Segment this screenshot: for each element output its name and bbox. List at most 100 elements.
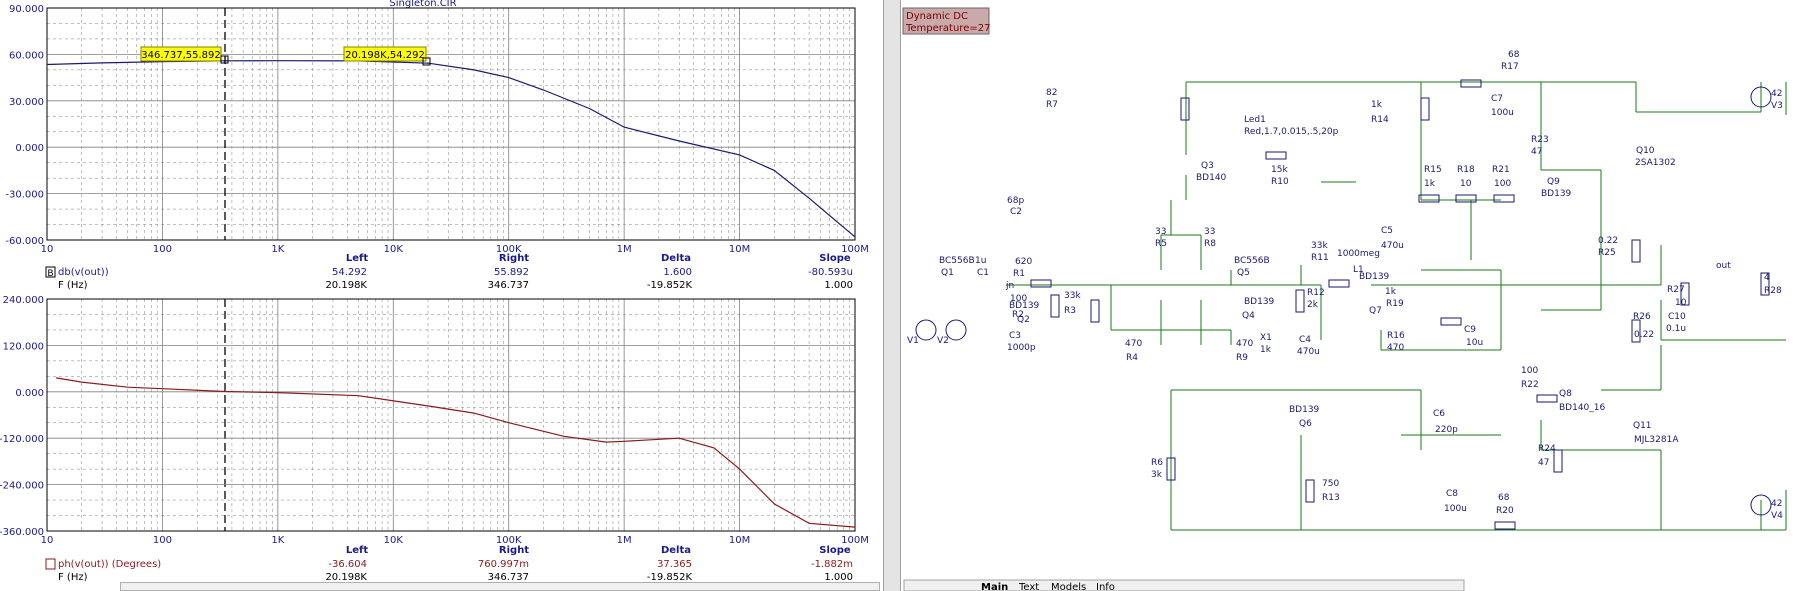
- component-label[interactable]: R24: [1538, 444, 1556, 454]
- component-label[interactable]: R6: [1151, 458, 1163, 468]
- component-label[interactable]: R3: [1064, 306, 1076, 316]
- tab-models[interactable]: Models: [1051, 582, 1086, 591]
- component-label[interactable]: C8: [1446, 489, 1458, 499]
- pane-splitter[interactable]: [883, 0, 901, 591]
- component-label[interactable]: 33k: [1311, 241, 1328, 251]
- component-label[interactable]: 68: [1498, 493, 1510, 503]
- component-label[interactable]: 100: [1010, 294, 1027, 304]
- component-label[interactable]: 1k: [1385, 287, 1397, 297]
- component-label[interactable]: R23: [1531, 135, 1549, 145]
- component-label[interactable]: 2SA1302: [1635, 158, 1676, 168]
- component-label[interactable]: L1: [1353, 265, 1364, 275]
- component-label[interactable]: BC556B: [1234, 256, 1270, 266]
- phase-plot-frame[interactable]: [46, 298, 856, 532]
- component-label[interactable]: Q4: [1242, 311, 1255, 321]
- plot-horizontal-scrollbar[interactable]: [120, 582, 880, 591]
- component-label[interactable]: R15: [1424, 165, 1442, 175]
- component-label[interactable]: BD139: [1244, 297, 1275, 307]
- component-label[interactable]: R1: [1013, 269, 1025, 279]
- component-label[interactable]: 100: [1521, 366, 1538, 376]
- component-label[interactable]: 42: [1771, 89, 1782, 99]
- cursor-marker-right[interactable]: [422, 57, 431, 66]
- component-label[interactable]: 33: [1204, 227, 1215, 237]
- component-label[interactable]: C4: [1299, 335, 1311, 345]
- component-label[interactable]: jn: [1005, 281, 1014, 291]
- component-label[interactable]: 68p: [1007, 196, 1024, 206]
- component-label[interactable]: R26: [1633, 312, 1651, 322]
- component-label[interactable]: 100u: [1491, 108, 1514, 118]
- component-label[interactable]: R18: [1457, 165, 1475, 175]
- component-label[interactable]: Q2: [1017, 315, 1030, 325]
- component-label[interactable]: R11: [1311, 253, 1329, 263]
- component-label[interactable]: Led1: [1244, 115, 1266, 125]
- component-label[interactable]: R22: [1521, 380, 1539, 390]
- component-label[interactable]: R20: [1496, 506, 1514, 516]
- component-label[interactable]: R12: [1307, 288, 1325, 298]
- component-label[interactable]: out: [1716, 261, 1731, 271]
- component-label[interactable]: 0.22: [1634, 330, 1654, 340]
- component-label[interactable]: 15k: [1271, 165, 1288, 175]
- component-label[interactable]: R4: [1126, 353, 1138, 363]
- component-label[interactable]: 3k: [1151, 470, 1163, 480]
- component-label[interactable]: 1000p: [1007, 343, 1036, 353]
- component-label[interactable]: V3: [1771, 101, 1783, 111]
- component-label[interactable]: 33: [1155, 227, 1166, 237]
- component-label[interactable]: 470u: [1381, 241, 1404, 251]
- component-label[interactable]: 1k: [1424, 179, 1436, 189]
- component-label[interactable]: 470: [1125, 339, 1142, 349]
- component-label[interactable]: R25: [1598, 248, 1616, 258]
- component-label[interactable]: BD140_16: [1559, 403, 1606, 413]
- component-label[interactable]: 1k: [1260, 345, 1272, 355]
- component-label[interactable]: 82: [1046, 88, 1057, 98]
- component-label[interactable]: Red,1.7,0.015,.5,20p: [1244, 127, 1339, 137]
- component-label[interactable]: 620: [1015, 257, 1032, 267]
- mag-series-label[interactable]: db(v(out)): [58, 267, 109, 278]
- component-label[interactable]: 470: [1387, 343, 1404, 353]
- component-label[interactable]: BD139: [1541, 189, 1572, 199]
- component-label[interactable]: BD139: [1359, 272, 1390, 282]
- magnitude-plot-frame[interactable]: [46, 7, 856, 241]
- component-label[interactable]: Q10: [1636, 146, 1655, 156]
- component-label[interactable]: 4: [1764, 273, 1770, 283]
- component-label[interactable]: X1: [1260, 333, 1272, 343]
- cursor-marker-left[interactable]: [220, 55, 229, 64]
- phase-series-marker-box[interactable]: [45, 558, 56, 570]
- component-label[interactable]: Q3: [1201, 161, 1214, 171]
- component-label[interactable]: R2: [1012, 310, 1024, 320]
- component-label[interactable]: R27: [1667, 285, 1685, 295]
- component-label[interactable]: BD139: [1289, 405, 1320, 415]
- component-label[interactable]: Q9: [1547, 177, 1560, 187]
- component-label[interactable]: R7: [1046, 100, 1058, 110]
- component-label[interactable]: 470: [1236, 339, 1253, 349]
- component-label[interactable]: R19: [1386, 299, 1404, 309]
- component-label[interactable]: R28: [1764, 286, 1782, 296]
- component-label[interactable]: 1u: [975, 256, 986, 266]
- component-label[interactable]: 2k: [1307, 300, 1319, 310]
- component-label[interactable]: C5: [1381, 226, 1393, 236]
- component-label[interactable]: R5: [1155, 239, 1167, 249]
- component-label[interactable]: V1: [907, 336, 919, 346]
- component-label[interactable]: MJL3281A: [1634, 435, 1679, 445]
- component-label[interactable]: 42: [1771, 499, 1782, 509]
- component-label[interactable]: 33k: [1064, 291, 1081, 301]
- component-label[interactable]: 470u: [1297, 347, 1320, 357]
- component-label[interactable]: R14: [1371, 115, 1389, 125]
- component-label[interactable]: BD140: [1196, 173, 1227, 183]
- component-label[interactable]: R10: [1271, 177, 1289, 187]
- component-label[interactable]: 100u: [1444, 504, 1467, 514]
- component-label[interactable]: 47: [1531, 147, 1542, 157]
- component-label[interactable]: BC556B: [939, 256, 975, 266]
- tab-info[interactable]: Info: [1096, 582, 1115, 591]
- component-label[interactable]: Q11: [1633, 421, 1652, 431]
- component-label[interactable]: Q6: [1299, 419, 1312, 429]
- component-label[interactable]: R17: [1501, 62, 1519, 72]
- component-label[interactable]: 10u: [1466, 338, 1483, 348]
- component-label[interactable]: R8: [1204, 239, 1216, 249]
- component-label[interactable]: R21: [1492, 165, 1510, 175]
- component-label[interactable]: BD139: [1009, 301, 1040, 311]
- component-label[interactable]: C10: [1668, 312, 1686, 322]
- component-label[interactable]: 47: [1538, 458, 1549, 468]
- component-label[interactable]: C6: [1433, 409, 1445, 419]
- component-label[interactable]: 10: [1460, 179, 1472, 189]
